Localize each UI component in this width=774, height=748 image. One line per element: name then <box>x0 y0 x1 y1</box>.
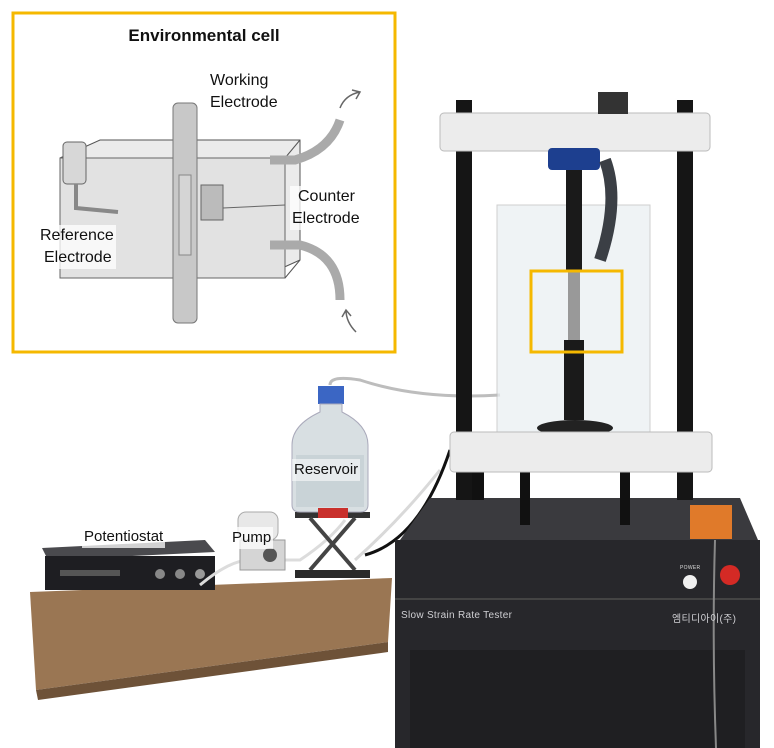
outflow-arrow-icon <box>339 89 362 109</box>
potentiostat <box>42 540 215 590</box>
label-line: Electrode <box>44 249 112 266</box>
power-label: POWER <box>680 565 701 571</box>
reference-electrode <box>62 141 119 214</box>
control-box <box>690 505 732 539</box>
left-column <box>456 100 472 500</box>
right-column <box>677 100 693 500</box>
top-crosshead <box>439 112 711 152</box>
machine-name: Slow Strain Rate Tester <box>401 610 513 621</box>
label-line: Electrode <box>292 210 360 227</box>
environmental-cell-highlight <box>529 269 624 354</box>
power-button[interactable] <box>683 575 697 589</box>
inflow-arrow-icon <box>341 308 357 333</box>
lab-jack <box>295 512 370 578</box>
reservoir-bottle <box>291 386 369 518</box>
label-line: Electrode <box>210 94 278 111</box>
label-line: Working <box>210 72 269 89</box>
inset-title: Environmental cell <box>128 26 280 45</box>
label-line: Reference <box>40 227 114 244</box>
outlet-tube <box>270 118 345 165</box>
counter-electrode-label: Counter Electrode <box>290 186 362 230</box>
tester-cabinet <box>395 498 760 748</box>
potentiostat-label: Potentiostat <box>82 526 166 548</box>
working-electrode-label: Working Electrode <box>210 70 278 114</box>
working-electrode-specimen <box>172 102 198 324</box>
reference-electrode-label: Reference Electrode <box>38 225 116 269</box>
label-line: Counter <box>298 188 355 205</box>
inlet-tube <box>270 240 345 301</box>
counter-electrode-mesh <box>200 184 224 221</box>
emergency-stop-button[interactable] <box>720 565 740 585</box>
machine-maker: 엠티디아이(주) <box>672 614 737 625</box>
pump-label: Pump <box>230 527 274 549</box>
reservoir-label: Reservoir <box>292 459 361 481</box>
bottom-crosshead <box>449 431 713 473</box>
wooden-table <box>30 578 392 690</box>
